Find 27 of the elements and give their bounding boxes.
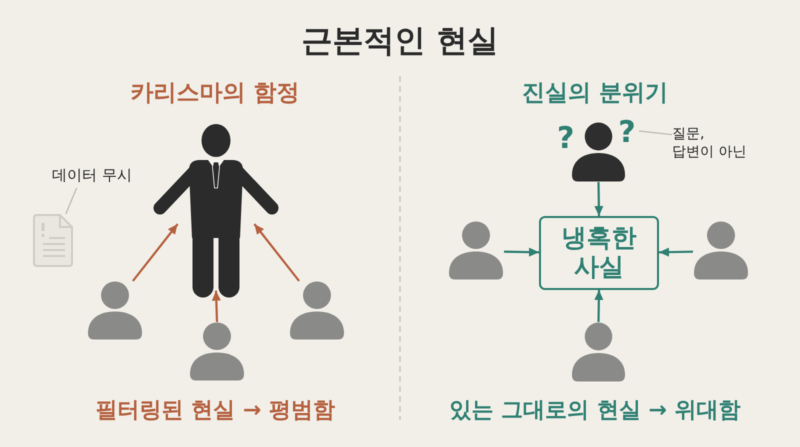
person-icon [87, 281, 143, 340]
person-icon [189, 322, 245, 381]
document-icon [33, 214, 73, 267]
arrow [254, 223, 300, 282]
leader-line [65, 188, 78, 214]
conclusion-text: 있는 그대로의 현실 → 위대함 [450, 398, 741, 424]
person-icon [693, 221, 749, 280]
leader-line [638, 130, 672, 136]
person-icon [571, 322, 626, 382]
arrow [132, 223, 178, 282]
section-heading: 카리스마의 함정 [130, 80, 300, 108]
person-icon [448, 221, 504, 280]
fact-box: 냉혹한 사실 [539, 216, 659, 290]
arrow [594, 182, 604, 216]
businessman-figure [152, 124, 280, 298]
question-mark: ? [557, 121, 574, 157]
annotation-text: 질문, 답변이 아닌 [672, 125, 758, 165]
arrow [504, 248, 540, 257]
conclusion-text: 필터링된 현실 → 평범함 [96, 398, 335, 424]
section-heading: 진실의 분위기 [522, 80, 668, 108]
title: 근본적인 현실 [300, 23, 500, 60]
person-icon [289, 281, 345, 340]
arrow [658, 248, 694, 257]
annotation-text: 데이터 무시 [52, 166, 134, 188]
arrow [594, 290, 604, 322]
question-mark: ? [615, 115, 639, 147]
arrow [212, 290, 221, 322]
